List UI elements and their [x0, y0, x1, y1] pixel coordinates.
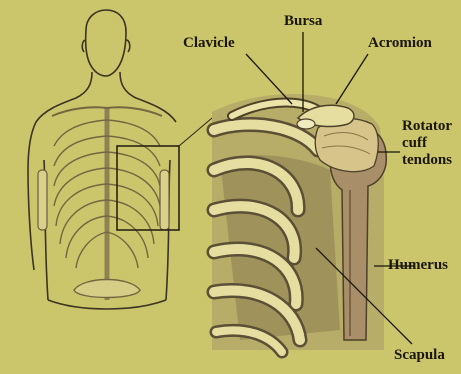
label-bursa: Bursa [284, 14, 322, 29]
label-rotator-line3: tendons [402, 152, 452, 168]
label-humerus: Humerus [388, 258, 448, 273]
left-ribcage [52, 107, 162, 300]
label-rotator-line2: cuff [402, 135, 427, 151]
label-rotator-line1: Rotator [402, 118, 452, 134]
label-acromion: Acromion [368, 36, 432, 51]
body-outline [28, 10, 176, 309]
label-clavicle: Clavicle [183, 36, 235, 51]
shoulder-detail [212, 94, 386, 352]
label-scapula: Scapula [394, 348, 445, 363]
